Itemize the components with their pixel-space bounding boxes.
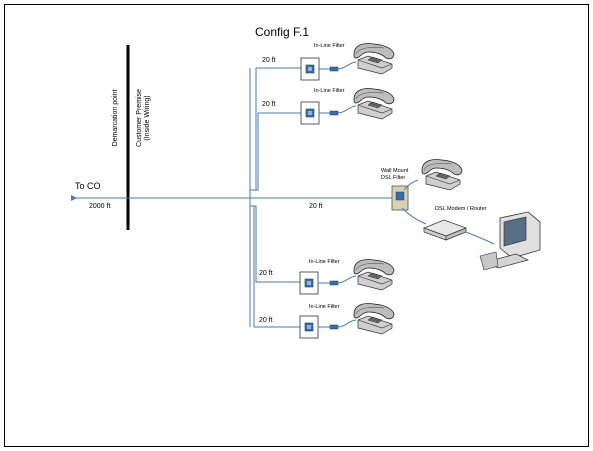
branch-5-filter-label: In-Line Filter — [309, 304, 340, 310]
branch-1-filter-label: In-Line Filter — [314, 43, 345, 49]
branch-2-filter-label: In-Line Filter — [314, 88, 345, 94]
branch-1-distance: 20 ft — [262, 57, 276, 64]
telephone-icon — [353, 302, 395, 335]
branch-4 — [250, 205, 395, 295]
branch-4-filter-label: In-Line Filter — [309, 259, 340, 265]
telephone-icon — [353, 42, 395, 75]
to-co-label: To CO — [75, 181, 101, 191]
branch-3 — [250, 158, 541, 271]
diagram-title: Config F.1 — [255, 25, 310, 39]
wall-mount-label: Wall Mount DSL Filter — [381, 168, 409, 181]
branch-3-distance: 20 ft — [309, 203, 323, 210]
branch-4-distance: 20 ft — [259, 270, 273, 277]
computer-icon — [479, 211, 541, 271]
telephone-icon — [353, 87, 395, 120]
dsl-modem-label: DSL Modem / Router — [435, 206, 487, 212]
co-distance-label: 2000 ft — [89, 203, 111, 210]
branch-5 — [250, 205, 395, 339]
telephone-icon — [353, 258, 395, 291]
telephone-icon — [421, 158, 463, 191]
branch-2 — [250, 87, 395, 191]
frame-border — [4, 4, 589, 447]
dsl-modem-icon — [423, 219, 467, 241]
branch-5-distance: 20 ft — [259, 317, 273, 324]
demarcation-label: Demarcation point — [112, 89, 119, 147]
customer-premise-label: Customer Premise (Inside Wiring) — [136, 89, 151, 147]
branch-2-distance: 20 ft — [262, 101, 276, 108]
